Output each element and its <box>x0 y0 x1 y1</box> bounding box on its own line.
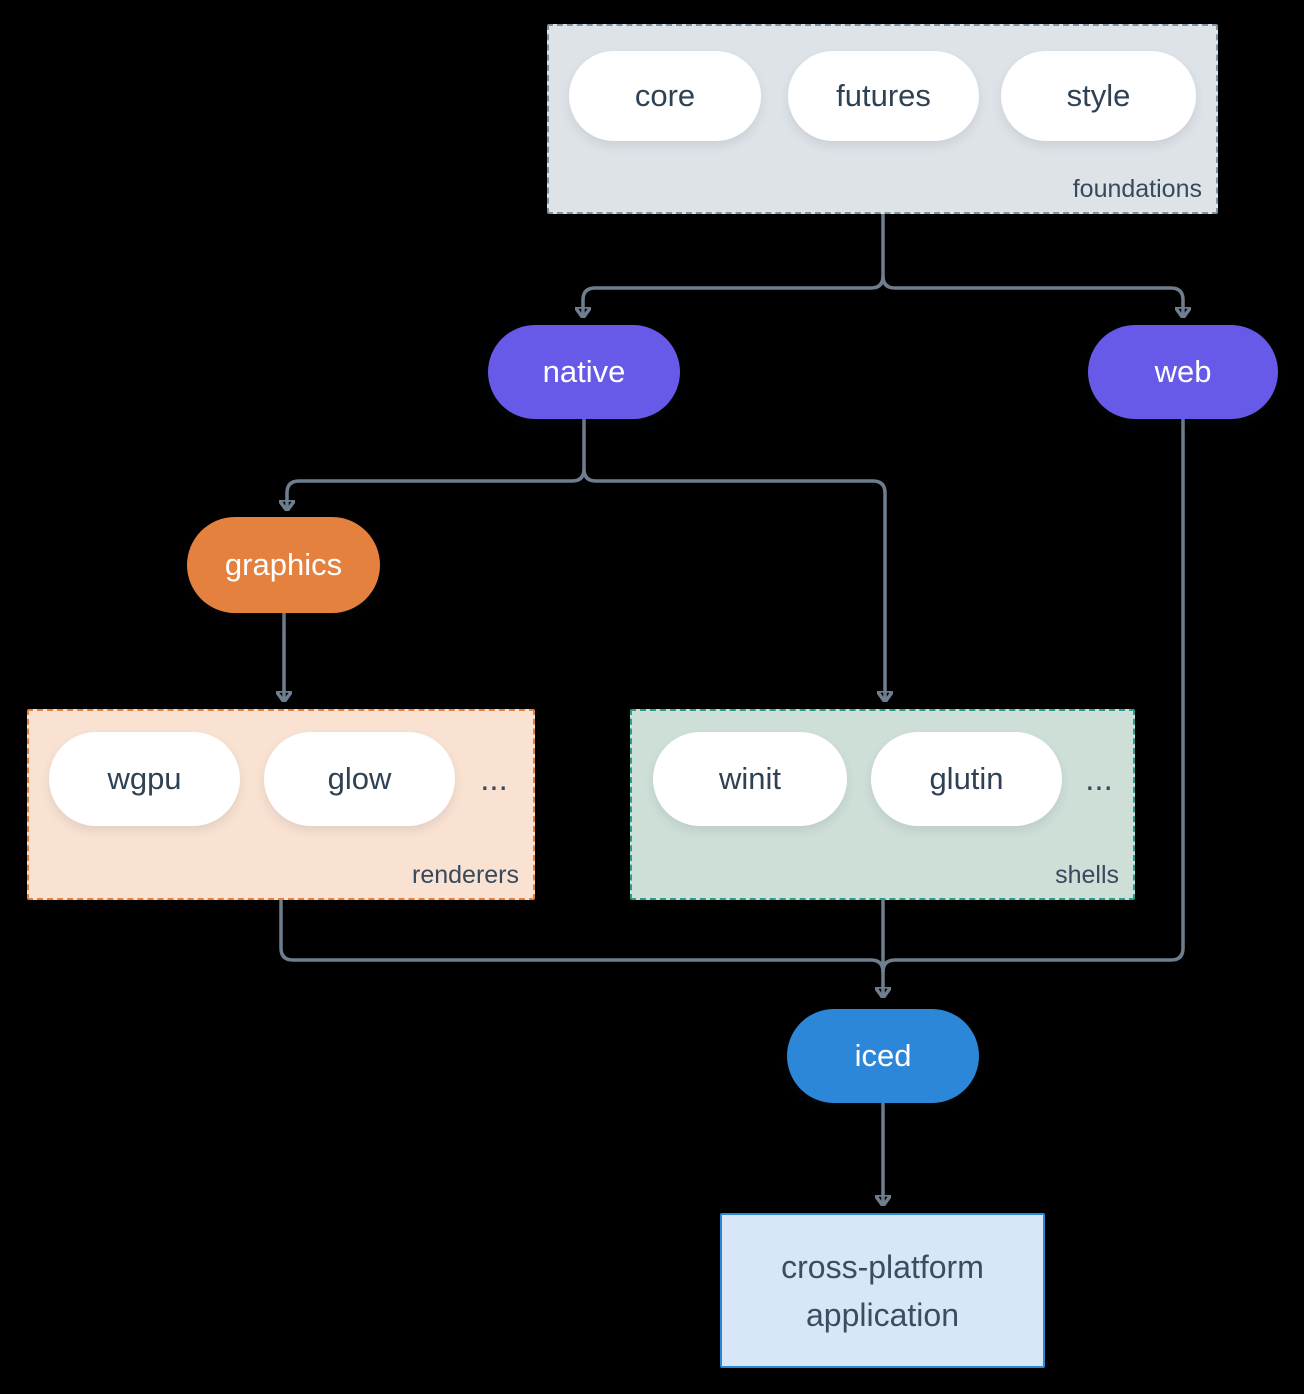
node-futures: futures <box>788 51 979 141</box>
node-cross-platform-application: cross-platform application <box>720 1213 1045 1368</box>
edge-native-shells <box>582 468 885 701</box>
edge-native-graphics <box>287 419 586 510</box>
group-foundations-label: foundations <box>1072 175 1202 203</box>
group-renderers: wgpu glow ... renderers <box>27 709 535 900</box>
node-native: native <box>488 325 680 419</box>
shells-ellipsis: ... <box>1085 760 1113 797</box>
node-iced: iced <box>787 1009 979 1103</box>
edge-foundations-web <box>881 275 1183 317</box>
node-graphics: graphics <box>187 517 380 613</box>
node-glow: glow <box>264 732 455 826</box>
group-foundations: core futures style foundations <box>547 24 1218 214</box>
node-winit: winit <box>653 732 847 826</box>
edge-renderers-iced <box>279 900 885 973</box>
group-shells: winit glutin ... shells <box>630 709 1135 900</box>
node-glutin: glutin <box>871 732 1062 826</box>
edge-foundations-native <box>583 214 885 317</box>
renderers-ellipsis: ... <box>480 760 508 797</box>
node-web: web <box>1088 325 1278 419</box>
app-label-line2: application <box>806 1296 959 1333</box>
group-shells-label: shells <box>1055 861 1119 889</box>
node-wgpu: wgpu <box>49 732 240 826</box>
node-style: style <box>1001 51 1196 141</box>
group-renderers-label: renderers <box>412 861 519 889</box>
app-label-line1: cross-platform <box>781 1248 984 1285</box>
node-core: core <box>569 51 761 141</box>
